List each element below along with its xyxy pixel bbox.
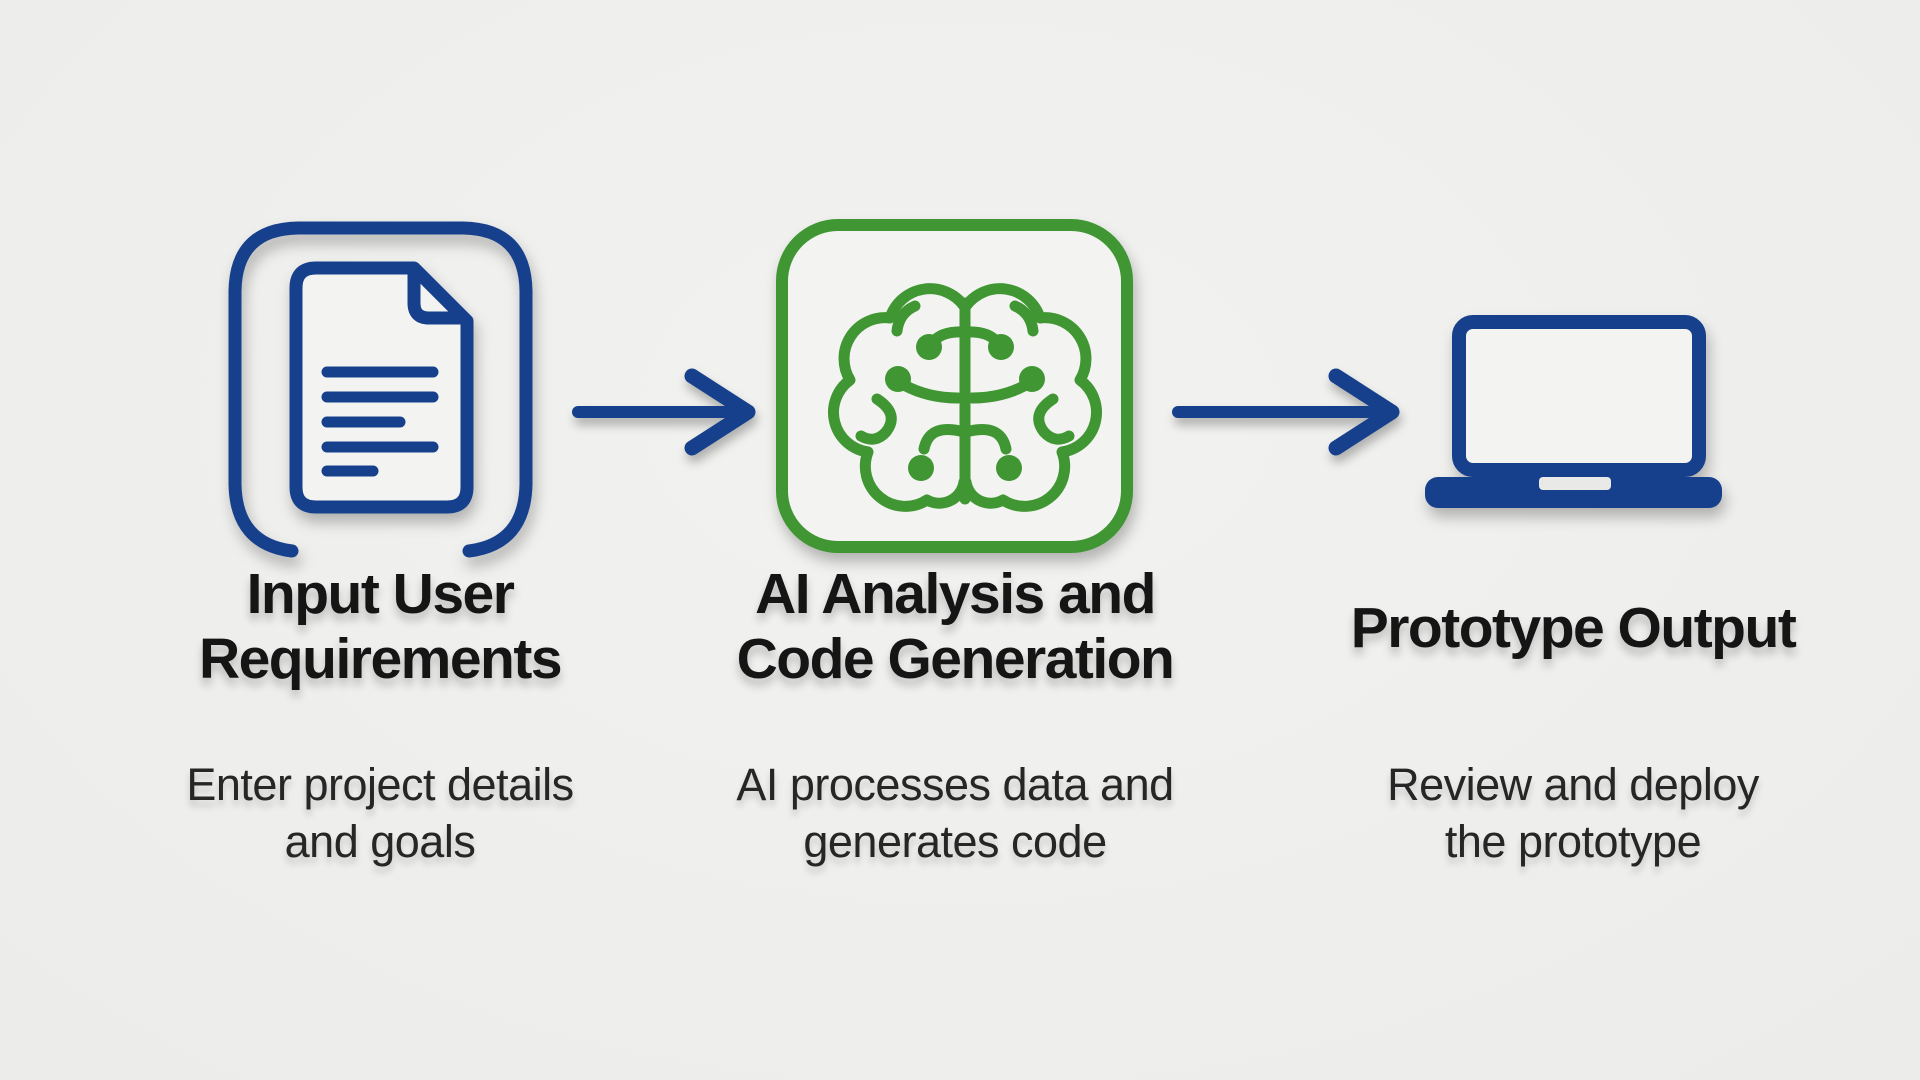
step-description-line: Review and deploy	[1387, 759, 1759, 810]
laptop-icon	[1425, 315, 1722, 508]
step-description-line: and goals	[284, 816, 476, 867]
step-description: Enter project details and goals	[120, 756, 640, 870]
brain-circuit-icon	[776, 219, 1133, 553]
step-title: AI Analysis and Code Generation	[695, 562, 1215, 692]
step-description-line: AI processes data and	[736, 759, 1174, 810]
step-title-line: Requirements	[198, 627, 563, 691]
step-ai-analysis: AI Analysis and Code Generation AI proce…	[695, 562, 1215, 867]
step-description-line: Enter project details	[186, 759, 574, 810]
step-title: Input User Requirements	[120, 562, 640, 692]
step-title-line: Prototype Output	[1350, 596, 1797, 660]
step-input-requirements: Input User Requirements Enter project de…	[120, 562, 640, 867]
step-title: Prototype Output	[1313, 596, 1833, 661]
step-description-line: generates code	[803, 816, 1107, 867]
step-description-line: the prototype	[1444, 816, 1702, 867]
step-description: Review and deploy the prototype	[1313, 756, 1833, 870]
step-title-line: Input User	[246, 562, 515, 626]
step-description: AI processes data and generates code	[695, 756, 1215, 870]
step-prototype-output: Prototype Output Review and deploy the p…	[1313, 596, 1833, 867]
arrow-right-icon	[1172, 368, 1400, 456]
arrow-right-icon	[572, 368, 756, 456]
step-title-line: Code Generation	[736, 627, 1175, 691]
step-title-line: AI Analysis and	[755, 562, 1156, 626]
document-icon	[228, 221, 533, 558]
